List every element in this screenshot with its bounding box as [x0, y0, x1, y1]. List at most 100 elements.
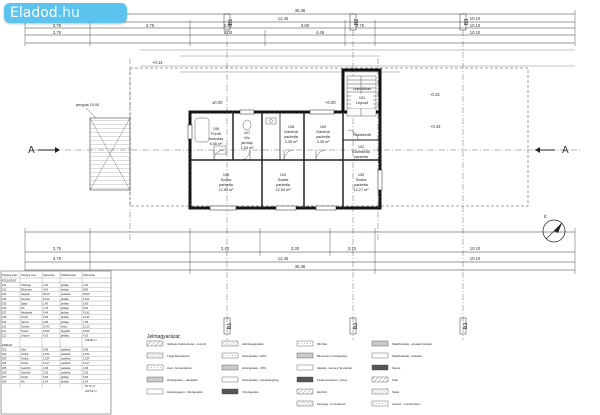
dim-value: 12.40 [278, 256, 289, 261]
table-cell: parketta [61, 292, 71, 296]
section-a-right: A [535, 145, 569, 156]
table-cell: 12,54 [43, 357, 50, 361]
table-cell: járólap [60, 301, 69, 305]
bottom-dimension-lines [24, 228, 576, 274]
table-cell: Terasz [21, 329, 29, 333]
room-102: 102 Közlekedő parketta [352, 145, 370, 159]
table-cell: 3,35 [83, 366, 89, 370]
table-cell: 108 [2, 315, 7, 319]
table-cell: 106 [2, 306, 7, 310]
legend-item-label: Tégla falszerkezet [167, 354, 190, 358]
room-number: 103 [358, 173, 364, 177]
legend-item-label: Acél - fémszerkezet [167, 366, 192, 370]
room-name: Fürdő [211, 132, 221, 136]
table-cell: 6,06 [83, 375, 89, 379]
dim-value: 4.48 [316, 30, 325, 35]
axis-label: B2 [354, 19, 360, 26]
table-cell: 6,06 [43, 315, 49, 319]
room-name: Gardrób [284, 130, 298, 134]
legend-swatch [296, 340, 314, 347]
dim-row2-bottom: 3.75 12.40 10.10 [53, 256, 481, 261]
dim-row3-top: 3.75 8.00 4.48 10.10 [53, 30, 481, 35]
room-name: Szoba [356, 178, 368, 182]
table-header-cell: Helyiség szám [2, 274, 18, 277]
section-marker-b3-bottom: B3 [459, 317, 469, 335]
room-number: 108 [288, 125, 294, 129]
table-cell: 112 [2, 334, 7, 338]
legend-swatch [146, 388, 164, 395]
table-cell: 105 [2, 301, 7, 305]
table-cell: 107 [2, 311, 7, 315]
table-cell: 1,54 [43, 380, 49, 384]
table-cell: 12,54 [83, 352, 90, 356]
room-floor: járólap [240, 141, 252, 145]
table-cell: járólap [60, 334, 69, 338]
legend-swatch [371, 352, 389, 359]
table-cell: Háztartás [21, 311, 33, 315]
dim-value: 10.10 [470, 256, 481, 261]
table-cell: 3,35 [43, 366, 49, 370]
room-107: 107 Wc járólap 1,54 m² [240, 131, 254, 150]
legend-swatch [296, 364, 314, 371]
axis-label: B3 [463, 323, 469, 330]
table-header-cell: Alapterület [43, 274, 55, 277]
room-number: 102 [358, 145, 364, 149]
table-cell: 12,54 [43, 352, 50, 356]
legend-swatch [371, 388, 389, 395]
table-cell: 206 [2, 370, 7, 374]
table-cell: 29,60 [83, 292, 90, 296]
legend-item-label: Hőhídmegszakító [242, 342, 264, 346]
room-name: Közlekedő [352, 150, 370, 154]
bath-fixtures [194, 117, 277, 155]
legend-item-label: Talaj [392, 378, 398, 382]
table-cell: 111 [2, 329, 6, 333]
table-cell: 202 [2, 352, 7, 356]
level-marker: +0.14 [152, 60, 163, 65]
table-cell: 201 [2, 347, 7, 351]
table-header-cell: Falburkolat [83, 274, 95, 277]
table-cell: járólap [60, 283, 69, 287]
room-area: 12,27 m² [354, 188, 370, 192]
reference-lines [140, 49, 575, 73]
section-marker-b2-bottom: B2 [349, 317, 359, 335]
dim-value: 3.10 [348, 246, 357, 251]
stair-room-label: Lépcsőház [353, 87, 371, 91]
table-cell: Wc [21, 306, 25, 310]
table-cell: járólap [60, 297, 69, 301]
room-name: Lépcső [356, 101, 368, 105]
table-cell: 1,54 [83, 380, 89, 384]
table-cell: 208 [2, 380, 7, 384]
table-cell: 22,40 [43, 324, 50, 328]
table-cell: Fürdő [21, 315, 28, 319]
table-cell: 21,20 [83, 324, 90, 328]
table-cell: 5,60 [83, 301, 89, 305]
room-floor: parketta [284, 135, 299, 139]
room-floor: parketta [219, 183, 234, 187]
logo-domain: .hu [57, 5, 80, 21]
dim-value: 12.40 [278, 16, 289, 21]
legend-item-label: Vakolat - kemény fal vakolat [317, 366, 352, 370]
dim-overall-top: 36.36 [295, 8, 306, 13]
room-area: 12,54 m² [276, 188, 292, 192]
table-cell: 207 [2, 375, 7, 379]
table-cell: 5,08 [83, 347, 89, 351]
legend-swatch [146, 352, 164, 359]
level-marker: +0.44 [430, 124, 441, 129]
legend-swatch [146, 376, 164, 383]
table-cell: Spájz [21, 301, 28, 305]
doors [213, 129, 359, 161]
table-header-cell: Helyiség neve [21, 274, 37, 277]
table-cell: 205 [2, 366, 7, 370]
legend-swatch [296, 388, 314, 395]
room-name: Wc [244, 136, 250, 140]
pergola: pergola 10,00 [76, 103, 131, 191]
legend-swatch [221, 376, 239, 383]
table-cell: 18,00 [83, 329, 90, 333]
level-markers: +0.14 +0.44 ±0.00 +0.00 -0.15 [152, 60, 441, 129]
dim-row2-top: 3.75 3.76 5.92 3.88 2.75 10.10 [53, 23, 481, 28]
table-cell: járólap [60, 288, 69, 292]
table-header-cell: Padlóburkolat [61, 274, 76, 277]
table-cell: beton [61, 324, 68, 328]
site-logo[interactable]: Eladod.hu [4, 3, 127, 23]
